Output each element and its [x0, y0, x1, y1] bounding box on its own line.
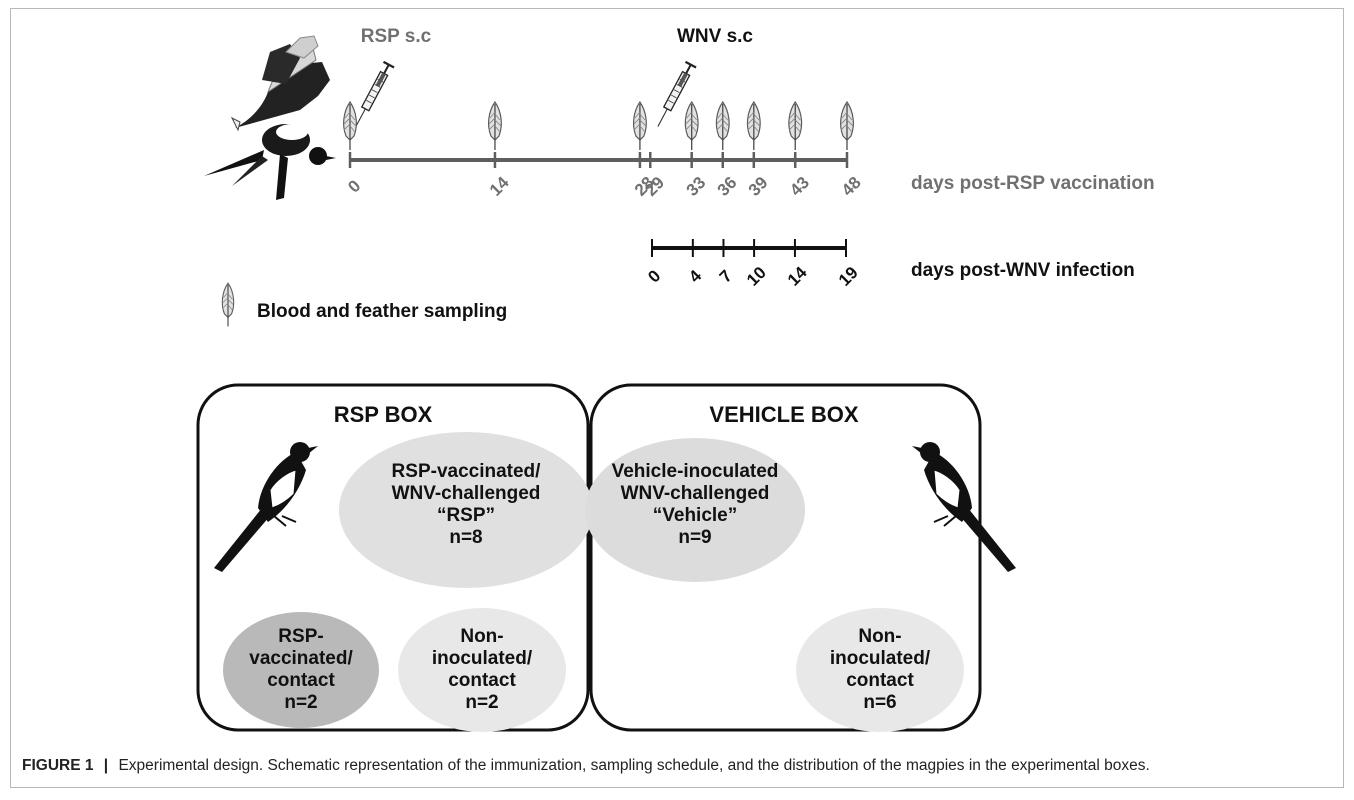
feather-icon — [684, 101, 699, 151]
rsp-tick-label: 33 — [683, 173, 710, 200]
wnv-axis-label: days post-WNV infection — [911, 260, 1135, 281]
caption-text: Experimental design. Schematic represent… — [118, 757, 1150, 774]
syringe-icon — [349, 60, 396, 131]
rsp-tick-label: 36 — [714, 173, 741, 200]
wnv-timeline-ticks — [651, 239, 847, 257]
flying-magpie-icon — [204, 35, 336, 200]
feather-icon — [343, 101, 357, 151]
rsp-tick-label: 0 — [344, 176, 364, 196]
wnv-tick-label: 4 — [685, 266, 706, 287]
group-vehicle-challenged — [585, 438, 805, 582]
group-rsp-contact — [223, 612, 379, 728]
group-rsp-challenged — [339, 432, 593, 588]
wnv-tick-label: 19 — [835, 263, 862, 290]
feather-icon — [487, 101, 502, 151]
group-vehicle-noninoculated — [796, 608, 964, 732]
group-label-line: WNV-challenged — [392, 483, 541, 504]
group-label-line: Non- — [460, 626, 503, 647]
feather-icon — [840, 101, 854, 151]
group-label-line: contact — [267, 670, 335, 691]
legend-label: Blood and feather sampling — [257, 301, 507, 322]
sampling-feathers — [343, 101, 854, 151]
group-label-line: n=2 — [465, 692, 498, 713]
rsp-tick-label: 43 — [786, 173, 813, 200]
group-label-line: Non- — [858, 626, 901, 647]
wnv-tick-label: 14 — [784, 263, 811, 290]
standing-magpie-icon — [912, 442, 1016, 572]
rsp-axis-label: days post-RSP vaccination — [911, 173, 1155, 194]
group-label-line: contact — [846, 670, 914, 691]
rsp-tick-label: 48 — [838, 173, 865, 200]
group-label-line: contact — [448, 670, 516, 691]
wnv-tick-label: 0 — [644, 266, 664, 286]
figure-caption: FIGURE 1 | Experimental design. Schemati… — [22, 757, 1342, 775]
rsp-timeline-ticks — [348, 152, 849, 168]
feather-icon — [746, 101, 761, 151]
rsp-box-title: RSP BOX — [334, 402, 433, 427]
caption-label: FIGURE 1 — [22, 757, 94, 774]
figure-frame — [10, 8, 1344, 788]
group-label-line: RSP- — [278, 626, 323, 647]
group-label-line: inoculated/ — [432, 648, 533, 669]
rsp-tick-label: 39 — [745, 173, 772, 200]
group-label-line: n=6 — [863, 692, 896, 713]
feather-icon — [632, 101, 647, 151]
wnv-injection-label: WNV s.c — [677, 26, 753, 47]
caption-separator: | — [103, 757, 109, 774]
group-label-line: RSP-vaccinated/ — [392, 461, 542, 482]
vehicle-box-title: VEHICLE BOX — [709, 402, 858, 427]
rsp-injection-label: RSP s.c — [361, 26, 432, 47]
group-rsp-noninoculated — [398, 608, 566, 732]
group-label-line: Vehicle-inoculated — [612, 461, 779, 482]
group-label-line: inoculated/ — [830, 648, 931, 669]
wnv-tick-label: 7 — [716, 266, 736, 286]
group-rsp-challenged-label: RSP-vaccinated/WNV-challenged“RSP”n=8 — [392, 461, 542, 548]
feather-icon — [221, 282, 235, 327]
group-label-line: n=8 — [449, 527, 482, 548]
group-label-line: n=9 — [678, 527, 711, 548]
feather-icon — [715, 101, 730, 151]
group-label-line: “RSP” — [437, 505, 495, 526]
wnv-tick-label: 10 — [743, 263, 770, 290]
group-label-line: “Vehicle” — [653, 505, 738, 526]
group-label-line: vaccinated/ — [249, 648, 353, 669]
rsp-tick-label: 14 — [486, 173, 513, 200]
standing-magpie-icon — [214, 442, 318, 572]
group-label-line: WNV-challenged — [621, 483, 770, 504]
group-label-line: n=2 — [284, 692, 317, 713]
feather-icon — [788, 101, 803, 151]
